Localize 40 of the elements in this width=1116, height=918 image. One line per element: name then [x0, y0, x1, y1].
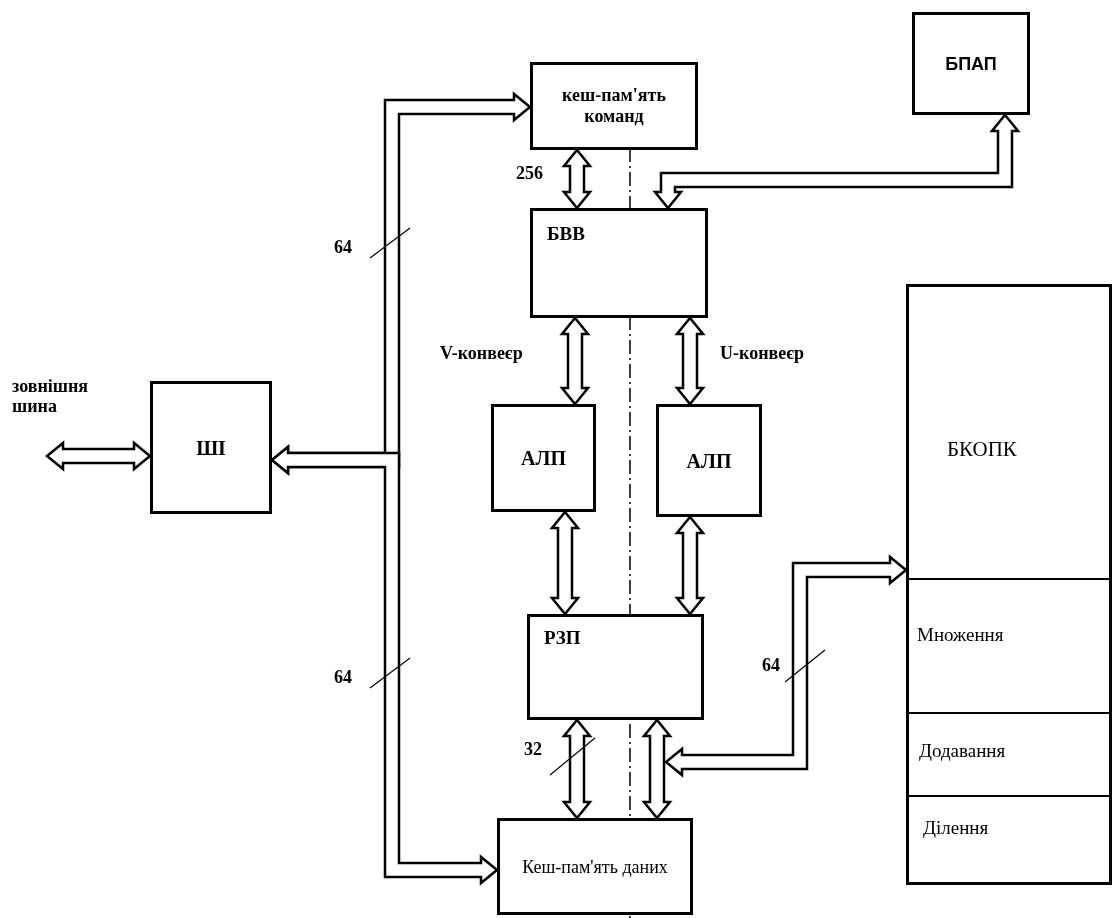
block-label: кеш-пам'ять команд — [561, 85, 667, 127]
double-arrow — [559, 316, 591, 406]
block-label: ШІ — [195, 436, 227, 459]
edge-label: U-конвеєр — [720, 344, 804, 364]
double-arrow — [641, 718, 673, 820]
edge-label: 64 — [334, 238, 352, 258]
double-arrow — [270, 444, 499, 886]
edge-label: V-конвеєр — [440, 344, 523, 364]
block-label: БВВ — [547, 223, 585, 245]
edge-label: 64 — [762, 656, 780, 676]
text-label: зовнішня шина — [12, 377, 90, 417]
double-arrow — [45, 440, 152, 472]
block-label: БКОПК — [947, 437, 1017, 462]
block-label: Ділення — [923, 817, 989, 839]
block-box — [656, 404, 762, 517]
edge-label: 256 — [516, 164, 543, 184]
edge-label: 32 — [524, 740, 542, 760]
block-box — [912, 12, 1030, 115]
block-box — [530, 62, 698, 150]
double-arrow — [561, 718, 593, 820]
double-arrow — [674, 316, 706, 406]
double-arrow — [674, 515, 706, 616]
block-label: АЛП — [520, 446, 567, 470]
block-box — [906, 284, 1112, 885]
double-arrow — [652, 113, 1021, 210]
block-box — [530, 208, 708, 318]
block-box — [150, 381, 272, 514]
double-arrow — [664, 554, 908, 778]
block-label: БПАП — [944, 53, 998, 74]
block-label: РЗП — [544, 627, 581, 649]
double-arrow — [561, 148, 593, 210]
block-label: АЛП — [685, 449, 733, 472]
block-box — [497, 818, 693, 915]
block-box — [491, 404, 596, 512]
block-label: Множення — [917, 624, 1004, 646]
block-label: Додавання — [919, 740, 1006, 762]
double-arrow — [549, 510, 581, 616]
block-box — [527, 614, 704, 720]
edge-label: 64 — [334, 668, 352, 688]
block-label: Кеш-пам'ять даних — [521, 856, 669, 877]
